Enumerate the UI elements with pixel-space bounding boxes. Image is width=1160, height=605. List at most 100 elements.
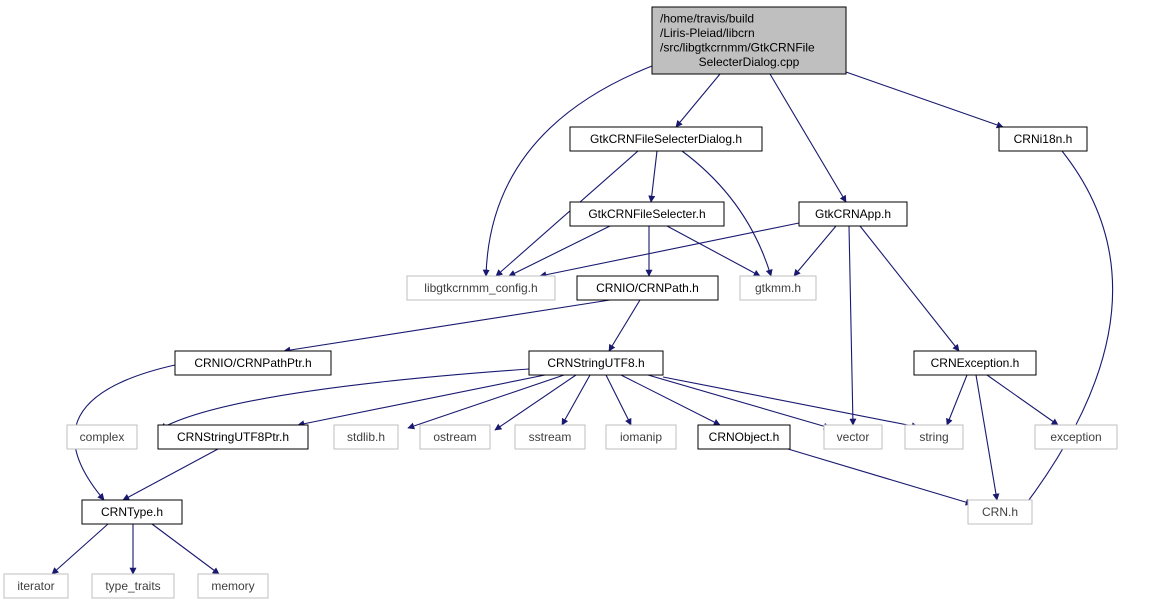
edge-stringutf8-to-string	[662, 376, 919, 430]
node-iterator: iterator	[3, 573, 69, 599]
edge-gtkselecter-to-config	[508, 225, 611, 277]
node-label: CRNObject.h	[709, 430, 780, 444]
node-label: CRNi18n.h	[1014, 132, 1073, 146]
node-box	[197, 573, 269, 599]
node-label: CRN.h	[982, 505, 1018, 519]
edge-crnexception-to-exception	[986, 374, 1059, 426]
edge-crntype-to-memory	[151, 523, 220, 575]
node-label: complex	[80, 430, 125, 444]
node-label: iomanip	[620, 430, 662, 444]
edge-stringutf8-to-sstream	[561, 374, 591, 426]
node-label: GtkCRNFileSelecter.h	[588, 207, 705, 221]
node-box	[528, 350, 664, 376]
node-label: type_traits	[105, 579, 160, 593]
node-iomanip: iomanip	[605, 424, 677, 450]
edge-crni18n-to-crnh	[1022, 150, 1114, 509]
node-box	[91, 573, 175, 599]
node-label: CRNType.h	[101, 505, 163, 519]
edge-gtkapp-to-crnexception	[859, 225, 960, 352]
node-box	[998, 126, 1088, 152]
node-label: iterator	[17, 579, 54, 593]
node-label: CRNStringUTF8Ptr.h	[177, 430, 289, 444]
edge-stringutf8-to-stdlib	[407, 374, 565, 430]
node-label: string	[919, 430, 948, 444]
node-crni18n[interactable]: CRNi18n.h	[998, 126, 1088, 152]
node-label: ostream	[433, 430, 476, 444]
node-stringutf8[interactable]: CRNStringUTF8.h	[528, 350, 664, 376]
edge-stringutf8-to-crnobject	[620, 374, 721, 426]
node-box	[514, 424, 586, 450]
node-box	[419, 424, 491, 450]
node-crnobject[interactable]: CRNObject.h	[697, 424, 791, 450]
node-gtkselecter[interactable]: GtkCRNFileSelecter.h	[569, 201, 725, 227]
node-string: string	[904, 424, 964, 450]
node-stringutf8ptr[interactable]: CRNStringUTF8Ptr.h	[157, 424, 309, 450]
edge-stringutf8-to-ostream	[494, 374, 577, 431]
edge-root-to-gtkapp	[769, 73, 847, 203]
edge-root-to-gtkdialog	[675, 73, 721, 128]
nodes-layer: /home/travis/build/Liris-Pleiad/libcrn/s…	[3, 6, 1118, 599]
edge-crnexception-to-crnh	[975, 374, 1000, 501]
edge-gtkapp-to-vector	[848, 225, 857, 426]
node-label: CRNIO/CRNPath.h	[596, 281, 699, 295]
node-label: GtkCRNFileSelecterDialog.h	[590, 132, 742, 146]
node-vector: vector	[823, 424, 883, 450]
edge-root-to-crni18n	[845, 71, 1004, 129]
edge-crnobject-to-crnh	[787, 448, 973, 506]
edge-crnexception-to-string	[946, 374, 968, 426]
node-memory: memory	[197, 573, 269, 599]
node-label: memory	[211, 579, 254, 593]
node-exception: exception	[1034, 424, 1118, 450]
node-label: CRNStringUTF8.h	[547, 356, 644, 370]
node-box	[569, 201, 725, 227]
node-box	[1034, 424, 1118, 450]
node-label: /Liris-Pleiad/libcrn	[660, 26, 755, 40]
node-config: libgtkcrnmm_config.h	[406, 275, 556, 301]
edge-stringutf8-to-stringutf8ptr	[297, 374, 546, 428]
edge-crnpathptr-to-crntype	[74, 364, 176, 501]
node-box	[739, 275, 817, 301]
node-crnpathptr[interactable]: CRNIO/CRNPathPtr.h	[174, 350, 332, 376]
node-box	[913, 350, 1037, 376]
node-label: libgtkcrnmm_config.h	[424, 281, 537, 295]
node-box	[605, 424, 677, 450]
edge-stringutf8-to-vector	[647, 374, 831, 430]
node-stdlib: stdlib.h	[333, 424, 399, 450]
node-box	[157, 424, 309, 450]
node-root[interactable]: /home/travis/build/Liris-Pleiad/libcrn/s…	[651, 6, 847, 75]
node-box	[66, 424, 138, 450]
node-crnexception[interactable]: CRNException.h	[913, 350, 1037, 376]
node-label: /home/travis/build	[660, 12, 754, 26]
edge-gtkselecter-to-gtkmm	[666, 225, 761, 277]
edge-stringutf8-to-complex	[159, 368, 530, 430]
node-label: SelecterDialog.cpp	[699, 55, 800, 69]
edge-gtkdialog-to-config	[495, 150, 639, 277]
node-label: GtkCRNApp.h	[815, 207, 891, 221]
edges-layer	[51, 65, 1114, 575]
node-label: CRNIO/CRNPathPtr.h	[194, 356, 311, 370]
node-box	[174, 350, 332, 376]
node-box	[333, 424, 399, 450]
node-label: stdlib.h	[347, 430, 385, 444]
node-complex: complex	[66, 424, 138, 450]
node-label: exception	[1050, 430, 1101, 444]
node-crntype[interactable]: CRNType.h	[81, 499, 183, 525]
edge-crntype-to-iterator	[51, 523, 109, 575]
node-crnpath[interactable]: CRNIO/CRNPath.h	[576, 275, 719, 301]
node-box	[3, 573, 69, 599]
node-box	[81, 499, 183, 525]
edge-gtkapp-to-config	[539, 222, 800, 279]
node-gtkapp[interactable]: GtkCRNApp.h	[798, 201, 908, 227]
edge-gtkdialog-to-gtkselecter	[648, 150, 658, 203]
node-label: vector	[837, 430, 870, 444]
node-box	[823, 424, 883, 450]
node-ostream: ostream	[419, 424, 491, 450]
node-label: /src/libgtkcrnmm/GtkCRNFile	[660, 41, 815, 55]
node-gtkdialog[interactable]: GtkCRNFileSelecterDialog.h	[569, 126, 763, 152]
node-box	[569, 126, 763, 152]
edge-crnpath-to-crnpathptr	[283, 299, 611, 354]
node-type_traits: type_traits	[91, 573, 175, 599]
node-label: gtkmm.h	[755, 281, 801, 295]
node-box	[904, 424, 964, 450]
